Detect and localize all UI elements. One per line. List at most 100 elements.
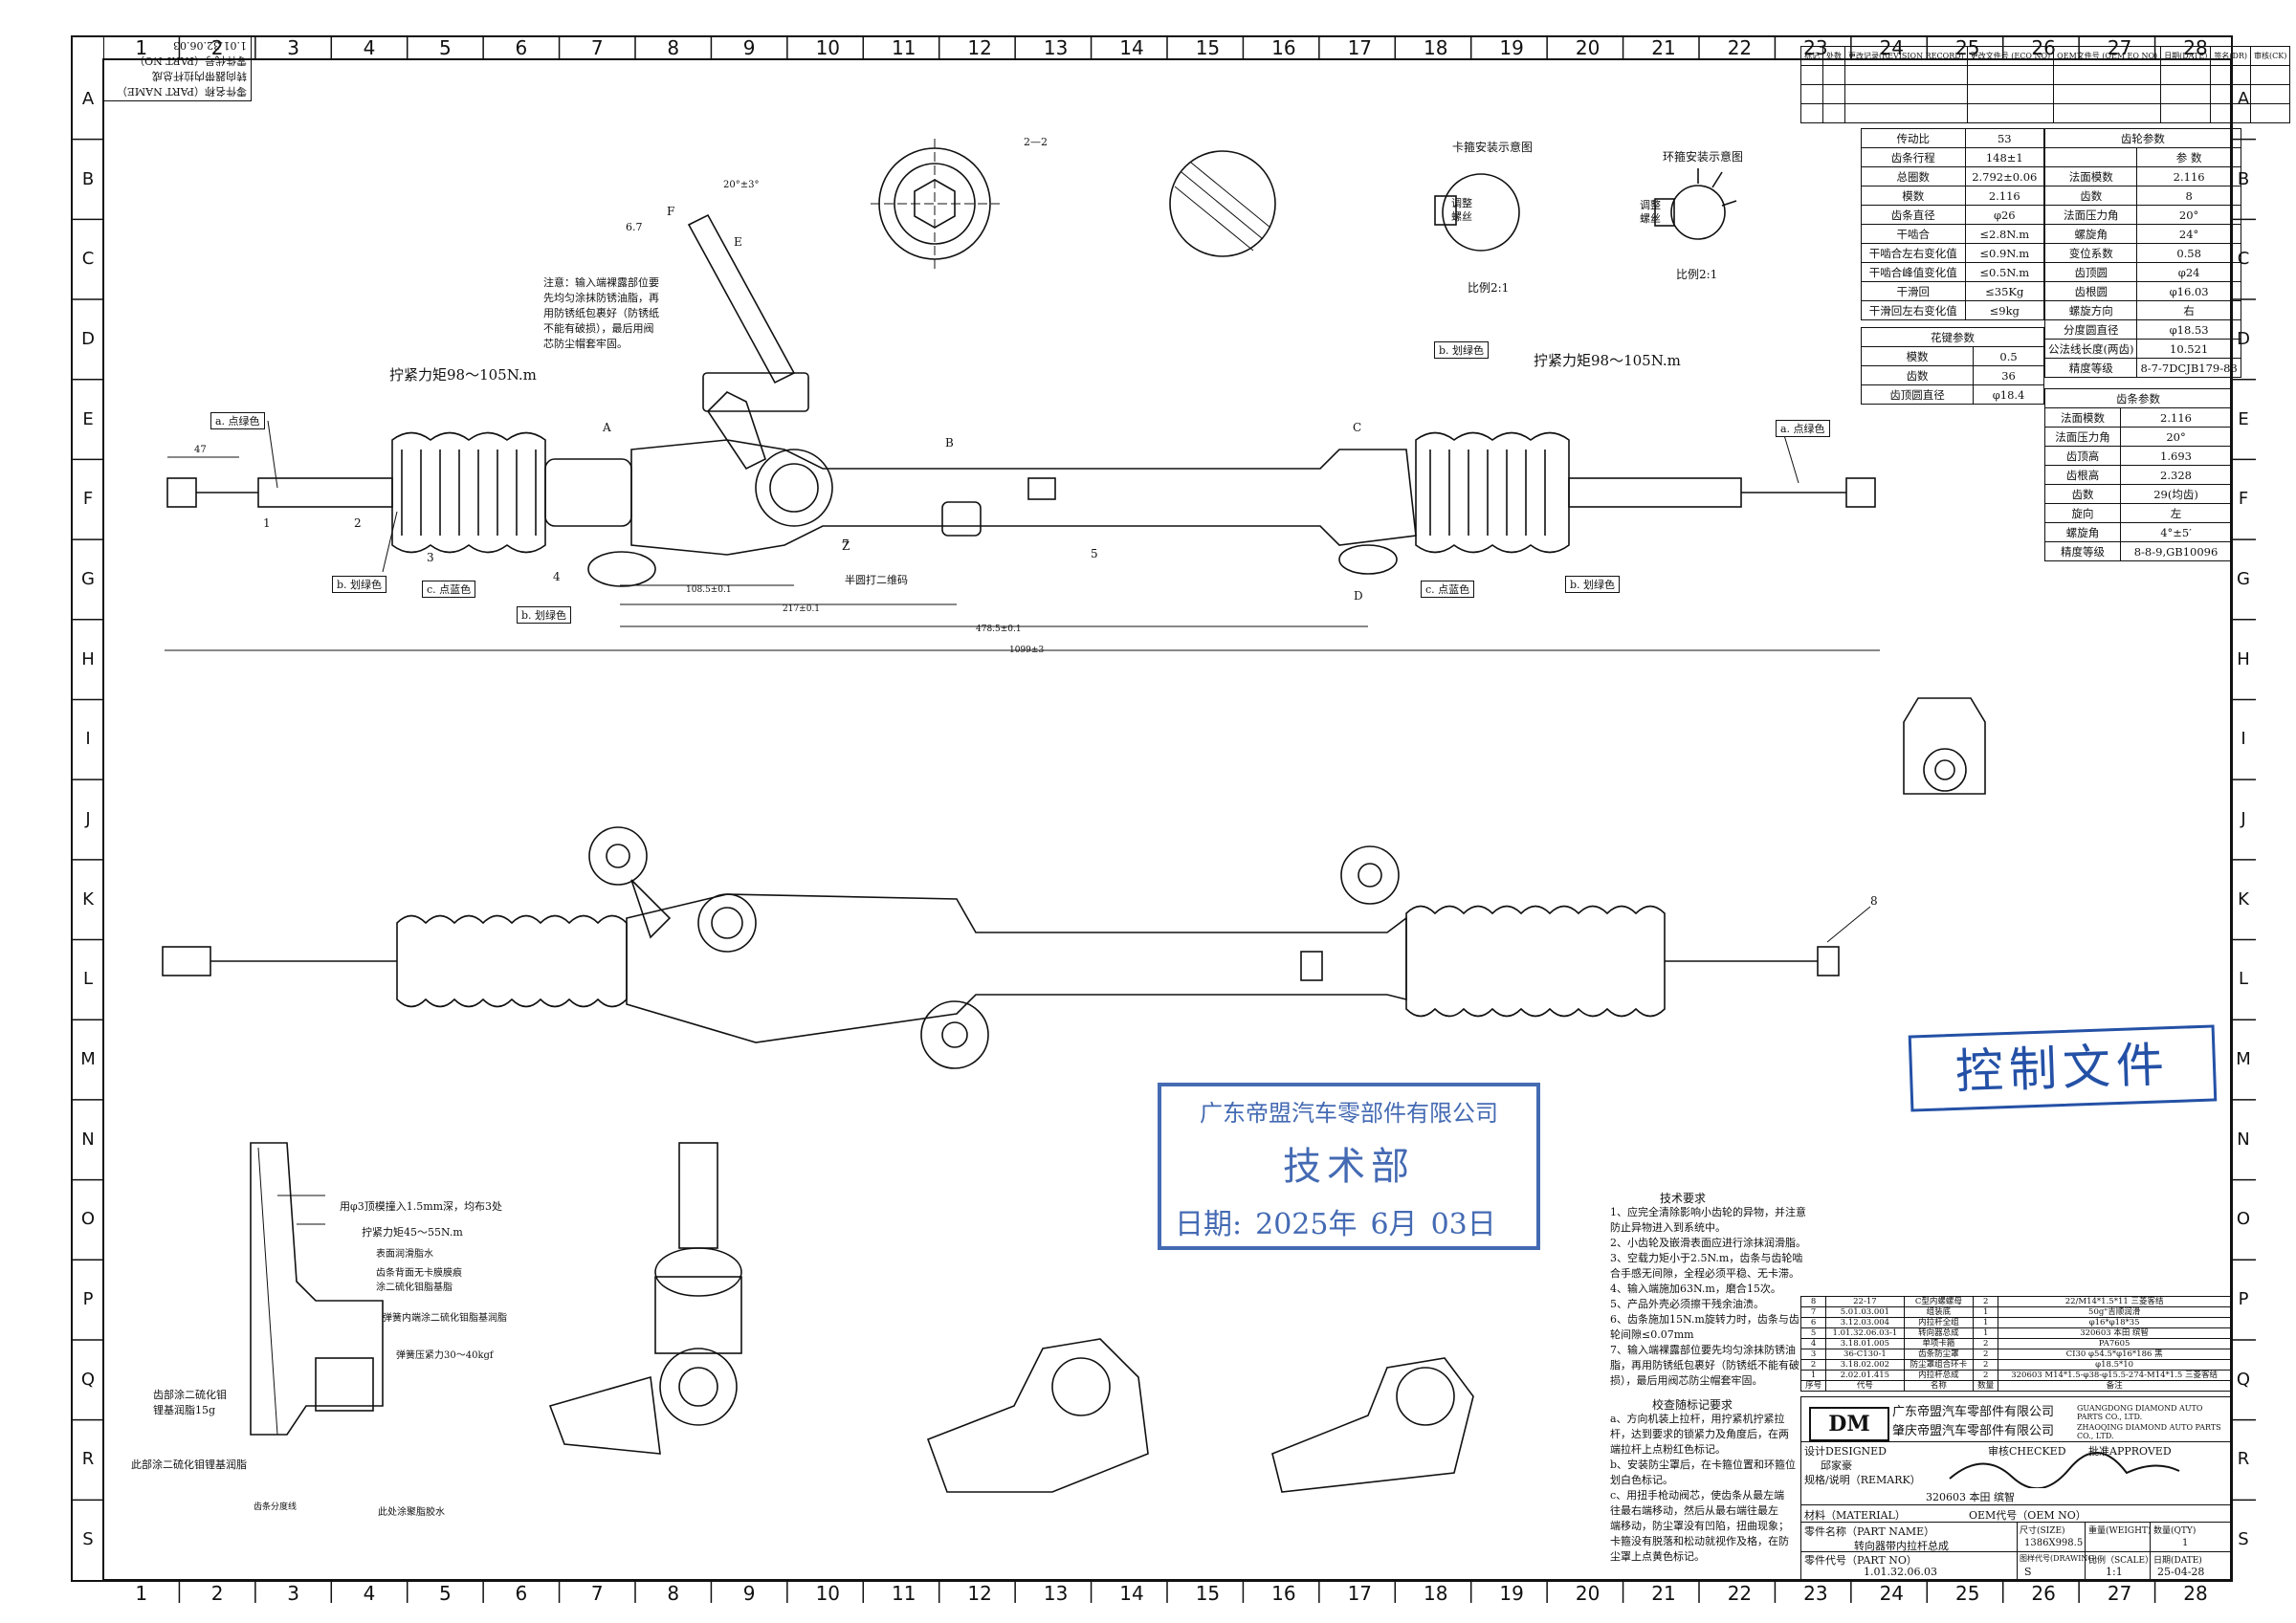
- corner-part-box: 零件名称（PART NAME） 转向器带内拉杆总成 零件代号（PART NO） …: [103, 36, 252, 101]
- table-cell: 2: [1973, 1359, 1999, 1371]
- grid-row-label: O: [80, 1209, 96, 1230]
- table-cell: 法面压力角: [2043, 427, 2122, 447]
- grid-col-label: 21: [1651, 36, 1676, 59]
- section-mark-a: A: [603, 421, 611, 434]
- grid-col-label: 1: [135, 36, 148, 59]
- grid-col-label: 13: [1043, 36, 1069, 59]
- input-note: 注意：输入端裸露部位要 先均匀涂抹防锈油脂，再 用防锈纸包裹好（防锈纸 不能有破…: [543, 276, 659, 350]
- dim-217: 217±0.1: [783, 604, 821, 614]
- grid-row-label: J: [85, 809, 91, 829]
- table-cell: 3.18.01.005: [1825, 1338, 1905, 1349]
- grid-col-label: 20: [1575, 36, 1601, 59]
- grid-col-label: 16: [1271, 36, 1296, 59]
- weight-label: 重量(WEIGHT): [2088, 1526, 2152, 1536]
- tag-b-green-bottom: b. 划绿色: [517, 606, 572, 624]
- table-cell: 模数: [1860, 346, 1975, 366]
- table-cell: 公法线长度(两齿): [2043, 339, 2138, 359]
- table-cell: 齿数: [1860, 365, 1975, 385]
- section-mark-b: B: [945, 436, 954, 450]
- table-cell: 备注: [1998, 1380, 2231, 1392]
- section-b-view: [1271, 1357, 1474, 1493]
- grid-row-label: N: [2237, 1129, 2250, 1150]
- table-cell: 干啮合左右变化值: [1861, 243, 1966, 263]
- detail-note-5: 涂二硫化钼脂基脂: [376, 1283, 453, 1293]
- torque-left: 拧紧力矩98～105N.m: [389, 366, 537, 384]
- grid-row-label: J: [2241, 809, 2246, 829]
- grid-row-label: R: [81, 1449, 95, 1470]
- grid-col-label: 20: [1575, 1582, 1601, 1605]
- grid-col-label: 18: [1424, 1582, 1448, 1605]
- section-mark-f: F: [667, 205, 675, 218]
- grid-col-label: 17: [1347, 1582, 1373, 1605]
- top-assembly-view: [165, 213, 1880, 651]
- title-block: DM 广东帝盟汽车零部件有限公司 GUANGDONG DIAMOND AUTO …: [1800, 1396, 2231, 1581]
- table-cell: φ18.4: [1973, 384, 2044, 405]
- grid-row-label: A: [81, 88, 95, 109]
- table-cell: 2: [1799, 1359, 1827, 1371]
- grid-row-label: Q: [80, 1369, 96, 1390]
- check-req-body: a、方向机装上拉杆，用拧紧机拧紧拉 杆，达到要求的锁紧力及角度后，在两 端拉杆上…: [1610, 1413, 1797, 1563]
- grid-col-label: 14: [1119, 36, 1144, 59]
- grid-row-label: S: [2238, 1529, 2249, 1550]
- table-cell: ≤0.9N.m: [1964, 243, 2045, 263]
- table-cell: 1: [1973, 1317, 1999, 1328]
- table-cell: 7: [1799, 1306, 1827, 1318]
- table-cell: 左: [2120, 503, 2232, 523]
- table-cell: φ16*φ18*35: [1998, 1317, 2231, 1328]
- section-z-view: [1903, 697, 1986, 795]
- section-detail-view: [250, 1142, 384, 1436]
- company-cn-1: 广东帝盟汽车零部件有限公司: [1892, 1405, 2055, 1419]
- grid-col-label: 11: [892, 36, 916, 59]
- material-label: 材料（MATERIAL）: [1804, 1509, 1906, 1522]
- section-mark-z: Z: [842, 539, 850, 553]
- ratio-label-1: 比例2:1: [1468, 281, 1510, 295]
- grid-col-label: 12: [967, 36, 992, 59]
- revision-header: 更改文件号 (ECO NO): [1966, 46, 2055, 66]
- company-cn-2: 肇庆帝盟汽车零部件有限公司: [1892, 1424, 2055, 1438]
- grid-col-label: 23: [1803, 1582, 1828, 1605]
- grid-col-label: 2: [210, 1582, 224, 1605]
- table-cell: [2043, 147, 2138, 167]
- table-cell: 36-C130-1: [1825, 1349, 1905, 1360]
- grid-col-label: 16: [1271, 1582, 1296, 1605]
- table-cell: 内拉杆全组: [1903, 1317, 1975, 1328]
- table-cell: 2.116: [2120, 407, 2232, 428]
- revision-header: 更改记录(REVISION RECORD): [1844, 46, 1968, 66]
- designed-label: 设计DESIGNED: [1804, 1445, 1887, 1458]
- table-cell: 螺旋方向: [2043, 300, 2138, 320]
- table-cell: 齿根高: [2043, 465, 2122, 485]
- table-row: 干啮合≤2.8N.m: [1861, 224, 2045, 244]
- detail-note-6: 弹簧内端涂二硫化钼脂基润脂: [383, 1313, 507, 1324]
- table-cell: 法面压力角: [2043, 205, 2138, 225]
- detail-note-9: 此部涂二硫化钼锂基润脂: [131, 1459, 247, 1471]
- table-cell: 148±1: [1964, 147, 2045, 167]
- table-cell: 36: [1973, 365, 2044, 385]
- table-cell: φ16.03: [2136, 281, 2241, 301]
- grid-row-label: H: [2237, 648, 2250, 669]
- tech-dept-stamp: 广东帝盟汽车零部件有限公司 技术部 日期: 2025年 6月 03日: [1158, 1083, 1540, 1250]
- dim-angle: 20°±3°: [723, 180, 760, 190]
- half-circle-note: 半圆打二维码: [845, 574, 908, 586]
- grid-row-label: F: [82, 489, 94, 510]
- grid-row-label: Q: [2236, 1369, 2251, 1390]
- section-2-2-label: 2—2: [1024, 136, 1048, 148]
- size-label: 尺寸(SIZE): [2020, 1526, 2065, 1536]
- grid-col-label: 14: [1119, 1582, 1144, 1605]
- dept-company: 广东帝盟汽车零部件有限公司: [1200, 1100, 1498, 1127]
